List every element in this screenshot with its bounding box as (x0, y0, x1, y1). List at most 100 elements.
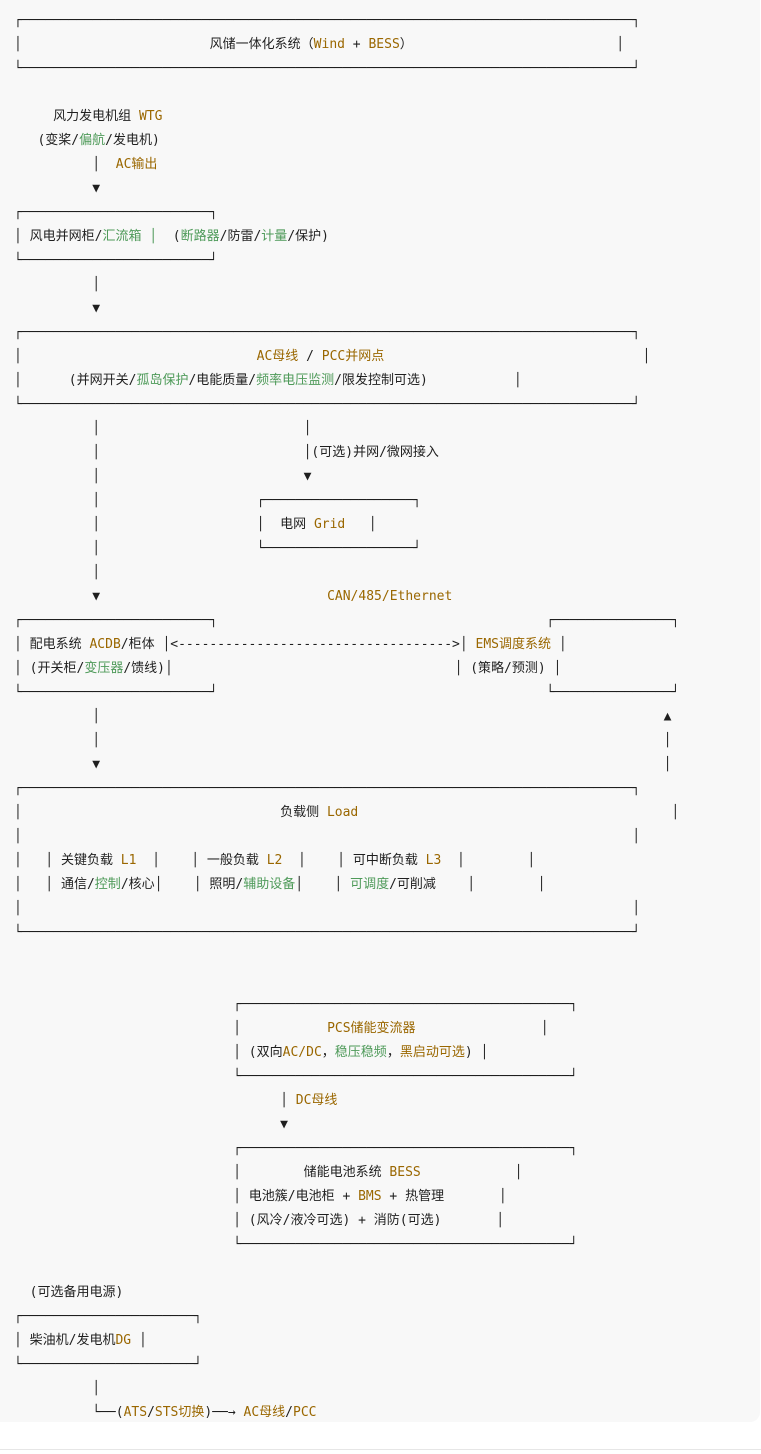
diagram-text: BMS (358, 1189, 382, 1204)
diagram-text: └───────────────────────────────────────… (14, 397, 641, 412)
diagram-text: )──→ (204, 1405, 244, 1420)
diagram-text: 风力发电机组 (14, 109, 139, 124)
diagram-text: 可调度 (350, 877, 390, 892)
diagram-line: │ │ (14, 417, 311, 441)
diagram-text: │ ▲ (14, 709, 672, 724)
diagram-text: AC/DC (282, 1045, 322, 1060)
diagram-line: └────────────────────────┘ (14, 249, 218, 273)
diagram-text: + (344, 37, 369, 52)
diagram-text: 辅助设备 (243, 877, 296, 892)
diagram-panel (0, 0, 760, 1422)
diagram-text: │ │ (14, 421, 312, 436)
diagram-text: Load (326, 805, 359, 820)
diagram-text: │ 风储一体化系统（ (14, 37, 314, 52)
diagram-text: │ ┌───────────────────┐ (14, 493, 421, 508)
diagram-text: + 热管理 │ (381, 1189, 507, 1204)
diagram-text: Grid (313, 517, 346, 532)
diagram-text: │ (14, 277, 101, 292)
diagram-text: BESS (368, 37, 400, 52)
diagram-text: │ │ (295, 877, 351, 892)
diagram-line: ▼ (14, 177, 100, 201)
diagram-text: ┌───────────────────────────────────────… (14, 997, 578, 1012)
diagram-text: │ (14, 1381, 101, 1396)
diagram-line: │ │ 通信/控制/核心│ │ 照明/辅助设备│ │ 可调度/可削减 │ │ (14, 873, 546, 897)
diagram-text: ┌────────────────────────┐ (14, 205, 218, 220)
diagram-text: ， (321, 1045, 335, 1060)
diagram-text: │ (345, 517, 377, 532)
diagram-text: PCS储能变流器 (327, 1021, 416, 1036)
diagram-text: CAN/485/Ethernet (327, 589, 453, 604)
diagram-line: │ │ (14, 897, 640, 921)
diagram-line: ▼ │ (14, 753, 671, 777)
diagram-text: AC母线 (256, 349, 299, 364)
diagram-line: ┌──────────────────────┐ (14, 1305, 202, 1329)
diagram-line: └────────────────────────┘ └────────────… (14, 681, 679, 705)
diagram-text: │ 配电系统 (14, 637, 90, 652)
diagram-text: ┌───────────────────────────────────────… (14, 13, 641, 28)
diagram-line: │ ▲ (14, 705, 671, 729)
diagram-line: ▼ CAN/485/Ethernet (14, 585, 452, 609)
diagram-line: ┌────────────────────────┐ (14, 201, 218, 225)
diagram-line: │ │ (14, 729, 671, 753)
diagram-text: 频率电压监测 (256, 373, 335, 388)
diagram-text: L2 (266, 853, 283, 868)
diagram-text: │ (14, 565, 101, 580)
diagram-line: │ (并网开关/孤岛保护/电能质量/频率电压监测/限发控制可选) │ (14, 369, 522, 393)
diagram-line: └──(ATS/STS切换)──→ AC母线/PCC (14, 1401, 316, 1425)
diagram-text: │ │ 关键负载 (14, 853, 121, 868)
diagram-line: └───────────────────────────────────────… (14, 393, 640, 417)
diagram-line: │ DC母线 (14, 1089, 337, 1113)
diagram-line: │ │ 电网 Grid │ (14, 513, 377, 537)
diagram-text: └───────────────────────────────────────… (14, 1069, 578, 1084)
diagram-line: │ PCS储能变流器 │ (14, 1017, 548, 1041)
diagram-text: └────────────────────────┘ (14, 253, 218, 268)
diagram-text: │ └───────────────────┘ (14, 541, 421, 556)
diagram-text: └──( (14, 1405, 124, 1420)
diagram-line: └───────────────────────────────────────… (14, 57, 640, 81)
diagram-text: Wind (313, 37, 345, 52)
diagram-text: │ (开关柜/ (14, 661, 85, 676)
diagram-text: │ 电池簇/电池柜 + (14, 1189, 359, 1204)
diagram-text: /电能质量/ (188, 373, 257, 388)
diagram-text: ATS (123, 1405, 148, 1420)
diagram-text: /可削减 │ │ (389, 877, 546, 892)
diagram-line: │ 风储一体化系统（Wind + BESS） │ (14, 33, 624, 57)
diagram-line: │ │(可选)并网/微网接入 (14, 441, 439, 465)
diagram-text: ) │ (464, 1045, 489, 1060)
diagram-line: ┌────────────────────────┐ ┌────────────… (14, 609, 679, 633)
diagram-line: │ (风冷/液冷可选) + 消防(可选) │ (14, 1209, 504, 1233)
diagram-text: AC输出 (115, 157, 158, 172)
diagram-text: └────────────────────────┘ └────────────… (14, 685, 680, 700)
diagram-text: │ 柴油机/发电机 (14, 1333, 116, 1348)
diagram-text: │ (并网开关/ (14, 373, 137, 388)
diagram-text: 断路器 (180, 229, 220, 244)
diagram-text: ( (157, 229, 181, 244)
diagram-text: │ │ 可中断负载 (282, 853, 426, 868)
diagram-line: │ (14, 561, 100, 585)
diagram-text: │ │ 电网 (14, 517, 314, 532)
diagram-text: /柜体 │<----------------------------------… (120, 637, 476, 652)
diagram-text: │ (384, 349, 651, 364)
diagram-text: ┌──────────────────────┐ (14, 1309, 202, 1324)
diagram-text: ┌────────────────────────┐ ┌────────────… (14, 613, 680, 628)
diagram-line: │ (开关柜/变压器/馈线)│ │ (策略/预测) │ (14, 657, 561, 681)
diagram-text: │ │ 通信/ (14, 877, 95, 892)
diagram-line: (可选备用电源) (14, 1281, 124, 1305)
diagram-text: ACDB (89, 637, 121, 652)
diagram-line: │ 储能电池系统 BESS │ (14, 1161, 522, 1185)
diagram-text: 计量 (261, 229, 288, 244)
diagram-text: │ (14, 349, 257, 364)
diagram-text: L3 (425, 853, 442, 868)
diagram-line: ┌───────────────────────────────────────… (14, 321, 640, 345)
diagram-text: WTG (138, 109, 163, 124)
diagram-text: PCC并网点 (321, 349, 385, 364)
diagram-text: └───────────────────────────────────────… (14, 61, 641, 76)
diagram-line: │ 配电系统 ACDB/柜体 │<-----------------------… (14, 633, 567, 657)
diagram-text: ▼ (14, 301, 101, 316)
diagram-line: ┌───────────────────────────────────────… (14, 1137, 578, 1161)
diagram-text: 黑启动可选 (399, 1045, 465, 1060)
diagram-line: │ 负载侧 Load │ (14, 801, 679, 825)
diagram-text: ▼ (14, 589, 328, 604)
diagram-text: ┌───────────────────────────────────────… (14, 1141, 578, 1156)
diagram-text: │ 储能电池系统 (14, 1165, 390, 1180)
